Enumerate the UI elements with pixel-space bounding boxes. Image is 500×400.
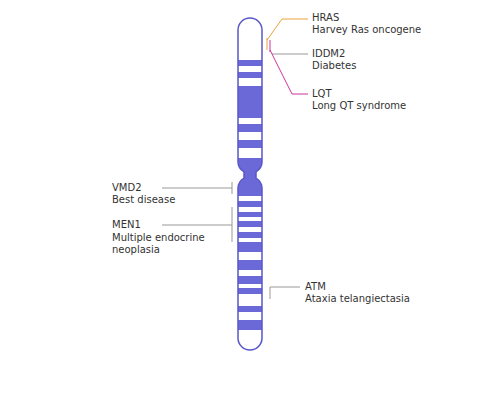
disease-name: Best disease — [112, 194, 175, 206]
leader-line — [267, 19, 308, 40]
chromosome-bands — [236, 18, 264, 350]
disease-name: Harvey Ras oncogene — [312, 24, 421, 36]
gene-symbol: MEN1 — [112, 219, 141, 231]
leader-line — [162, 188, 232, 189]
gene-symbol: HRAS — [312, 12, 339, 24]
disease-name: Ataxia telangiectasia — [305, 293, 410, 305]
chromosome-outline — [238, 18, 262, 350]
disease-name: Multiple endocrine neoplasia — [112, 232, 224, 256]
leader-line — [270, 50, 308, 94]
locus-tick — [232, 182, 233, 194]
gene-symbol: ATM — [305, 281, 326, 293]
locus-tick — [270, 287, 271, 299]
gene-symbol: IDDM2 — [312, 48, 345, 60]
leader-line — [270, 287, 300, 288]
gene-symbol: LQT — [312, 88, 332, 100]
locus-tick — [232, 207, 233, 242]
leader-line — [162, 225, 232, 226]
gene-symbol: VMD2 — [112, 182, 142, 194]
disease-name: Long QT syndrome — [312, 100, 406, 112]
disease-name: Diabetes — [312, 60, 356, 72]
leader-line — [272, 54, 308, 55]
